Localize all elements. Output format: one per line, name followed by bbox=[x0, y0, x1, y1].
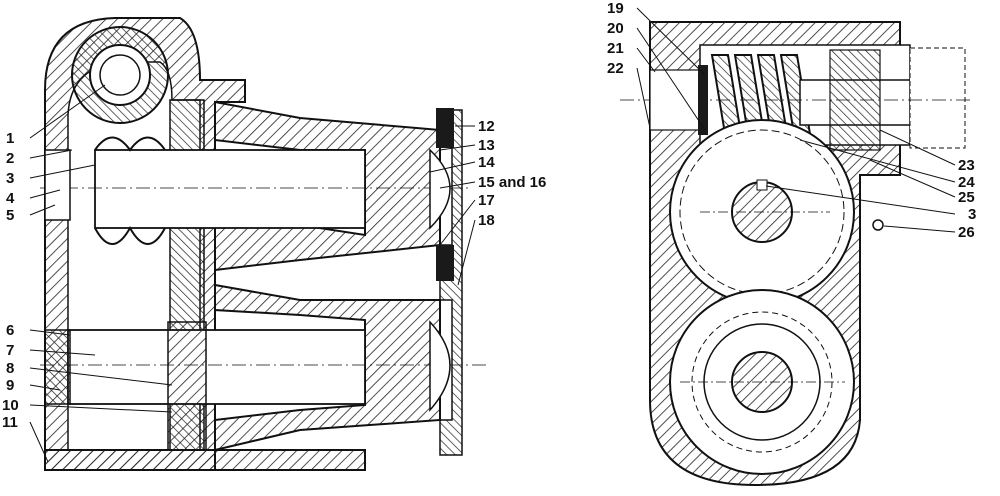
label-14: 14 bbox=[478, 154, 495, 171]
right-section-view bbox=[620, 21, 970, 487]
label-5: 5 bbox=[6, 207, 14, 224]
label-4: 4 bbox=[6, 190, 15, 207]
worm-left-seal bbox=[649, 69, 701, 131]
label-11: 11 bbox=[2, 414, 18, 431]
label-24: 24 bbox=[958, 174, 975, 191]
label-10: 10 bbox=[2, 397, 19, 414]
label-25: 25 bbox=[958, 189, 975, 206]
label-22: 22 bbox=[607, 60, 624, 77]
label-17: 17 bbox=[478, 192, 495, 209]
worm-end-cap bbox=[909, 47, 966, 149]
upper-cap bbox=[429, 148, 451, 230]
label-8: 8 bbox=[6, 360, 14, 377]
right-labels: 19 20 21 22 23 24 25 3 26 bbox=[607, 0, 976, 241]
label-19: 19 bbox=[607, 0, 624, 17]
left-labels: 1 2 3 4 5 6 7 8 9 10 11 bbox=[2, 130, 19, 431]
worm-seal-black bbox=[698, 65, 708, 135]
mid-labels: 12 13 14 15 and 16 17 18 bbox=[478, 118, 546, 229]
label-3-right: 3 bbox=[968, 206, 976, 223]
left-section-view bbox=[40, 17, 490, 471]
label-13: 13 bbox=[478, 137, 495, 154]
upper-shaft bbox=[94, 149, 366, 229]
label-9: 9 bbox=[6, 377, 14, 394]
label-26: 26 bbox=[958, 224, 975, 241]
label-23: 23 bbox=[958, 157, 975, 174]
left-end-plug-lower bbox=[44, 329, 71, 405]
gasket-lower bbox=[436, 245, 454, 281]
worm-wheel-bore bbox=[99, 54, 141, 96]
worm-threads bbox=[710, 54, 813, 141]
label-21: 21 bbox=[607, 40, 624, 57]
label-3: 3 bbox=[6, 170, 14, 187]
housing-bottom bbox=[44, 449, 366, 471]
label-12: 12 bbox=[478, 118, 495, 135]
label-20: 20 bbox=[607, 20, 624, 37]
lower-shaft bbox=[67, 329, 366, 405]
label-18: 18 bbox=[478, 212, 495, 229]
label-15-and-16: 15 and 16 bbox=[478, 174, 546, 191]
upper-worm-coils bbox=[94, 136, 166, 245]
label-6: 6 bbox=[6, 322, 14, 339]
gasket-upper bbox=[436, 108, 454, 148]
lower-cap bbox=[429, 320, 451, 412]
right-leader-lines bbox=[636, 7, 956, 233]
left-end-plug-upper bbox=[44, 149, 71, 221]
label-1: 1 bbox=[6, 130, 14, 147]
lower-spur-gear bbox=[167, 321, 207, 451]
upper-gear-pitch bbox=[679, 129, 845, 295]
label-2: 2 bbox=[6, 150, 14, 167]
label-7: 7 bbox=[6, 342, 14, 359]
grease-fitting bbox=[872, 219, 884, 231]
left-leader-lines bbox=[29, 84, 173, 463]
upper-gear-key bbox=[756, 179, 768, 191]
mid-leader-lines bbox=[429, 125, 476, 286]
